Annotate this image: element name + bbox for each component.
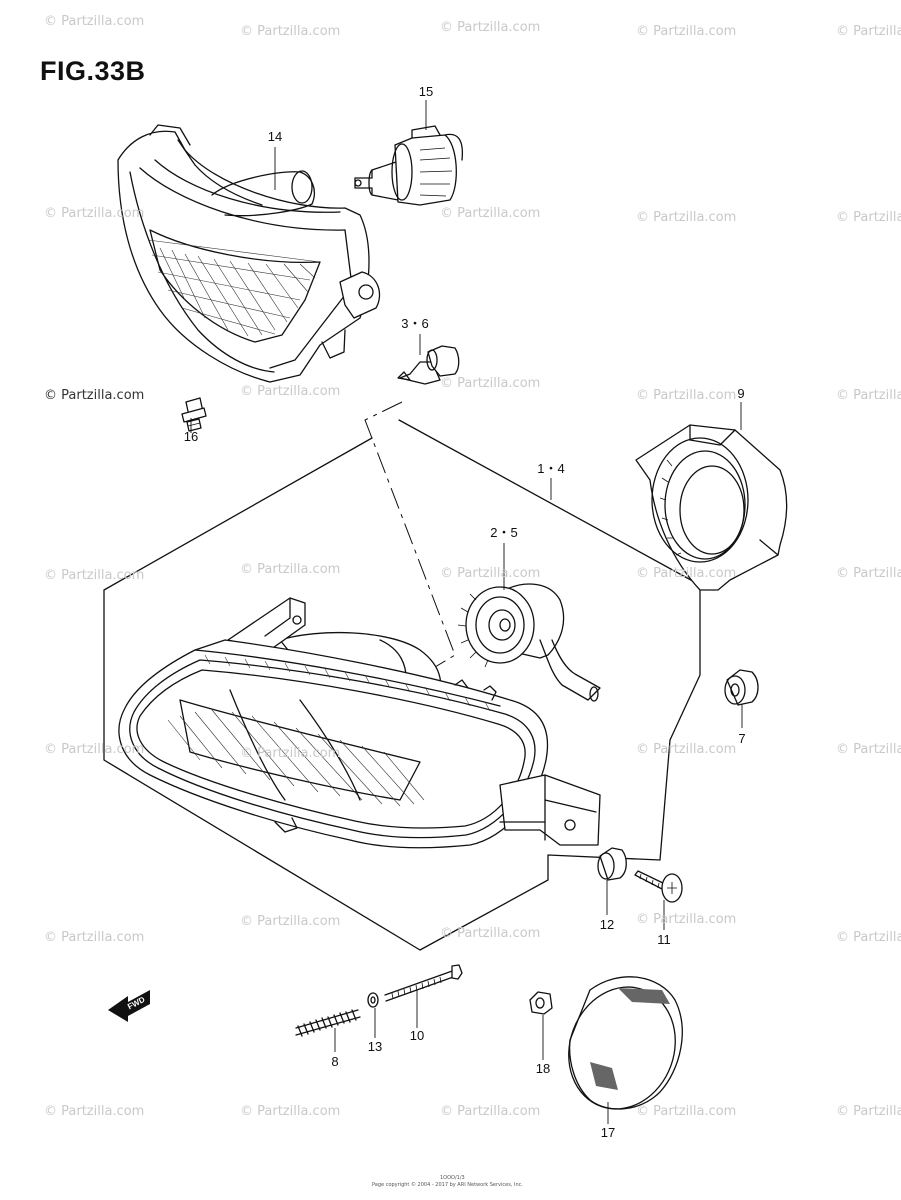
watermark: © Partzilla.com: [440, 566, 541, 581]
part-9-dust-cover[interactable]: [635, 424, 788, 591]
watermark: © Partzilla.com: [240, 1104, 341, 1119]
watermark: © Partzilla.com: [440, 20, 541, 35]
part-10-adjust-screw[interactable]: [384, 964, 463, 1002]
callout-11: 11: [657, 932, 671, 947]
watermark: © Partzilla.com: [44, 1104, 145, 1119]
callout-1-4: 1・4: [537, 461, 564, 476]
callout-10: 10: [410, 1028, 424, 1043]
fwd-arrow-icon: FWD: [108, 990, 150, 1022]
part-11-screw[interactable]: [634, 870, 683, 903]
part-17-reflector[interactable]: [552, 972, 692, 1124]
watermark: © Partzilla.com: [836, 1104, 901, 1119]
callout-3-6: 3・6: [401, 316, 428, 331]
part-18-nut[interactable]: [529, 991, 553, 1015]
watermark: © Partzilla.com: [440, 206, 541, 221]
part-3-6-position-bulb[interactable]: [397, 345, 460, 385]
callout-15: 15: [419, 84, 433, 99]
watermark: © Partzilla.com: [836, 24, 901, 39]
part-7-grommet[interactable]: [724, 669, 759, 706]
watermark: © Partzilla.com: [240, 24, 341, 39]
watermark: © Partzilla.com: [440, 1104, 541, 1119]
callout-18: 18: [536, 1061, 550, 1076]
callout-17: 17: [601, 1125, 615, 1140]
watermark: © Partzilla.com: [836, 210, 901, 225]
part-1-4-headlight-assembly[interactable]: [118, 597, 601, 849]
figure-title: FIG.33B: [40, 56, 146, 86]
callout-16: 16: [184, 429, 198, 444]
part-16-bolt[interactable]: [181, 397, 207, 432]
watermark-dark: © Partzilla.com: [44, 388, 145, 403]
part-13-washer[interactable]: [367, 992, 379, 1008]
watermark: © Partzilla.com: [44, 930, 145, 945]
watermark: © Partzilla.com: [836, 566, 901, 581]
part-15-bulb[interactable]: [354, 125, 464, 206]
watermark: © Partzilla.com: [440, 376, 541, 391]
watermark: © Partzilla.com: [44, 568, 145, 583]
watermark: © Partzilla.com: [240, 384, 341, 399]
watermark: © Partzilla.com: [636, 24, 737, 39]
watermark: © Partzilla.com: [636, 742, 737, 757]
watermark: © Partzilla.com: [240, 746, 341, 761]
part-8-spring[interactable]: [295, 1009, 361, 1037]
watermark: © Partzilla.com: [636, 1104, 737, 1119]
watermark: © Partzilla.com: [440, 926, 541, 941]
watermark: © Partzilla.com: [636, 566, 737, 581]
leader-lines: [190, 100, 743, 1124]
callout-2-5: 2・5: [490, 525, 517, 540]
watermark: © Partzilla.com: [44, 742, 145, 757]
callout-12: 12: [600, 917, 614, 932]
watermark: © Partzilla.com: [636, 388, 737, 403]
callout-7: 7: [738, 731, 745, 746]
callout-8: 8: [331, 1054, 338, 1069]
footer-copyright: Page copyright © 2004 - 2017 by ARI Netw…: [372, 1182, 523, 1188]
callout-14: 14: [268, 129, 282, 144]
part-12-grommet[interactable]: [597, 847, 627, 881]
part-14-headlight-case[interactable]: [117, 124, 381, 383]
watermark: © Partzilla.com: [240, 914, 341, 929]
assembly-outline: [103, 419, 701, 951]
callout-9: 9: [737, 386, 744, 401]
callout-labels: 15 14 3・6 16 9 1・4 2・5 7 12 11 8 13 10 1…: [184, 84, 746, 1140]
watermark: © Partzilla.com: [836, 930, 901, 945]
watermark: © Partzilla.com: [240, 562, 341, 577]
watermark: © Partzilla.com: [836, 742, 901, 757]
watermark: © Partzilla.com: [636, 210, 737, 225]
watermark: © Partzilla.com: [44, 14, 145, 29]
guide-line: [364, 401, 456, 671]
watermark: © Partzilla.com: [836, 388, 901, 403]
part-2-5-socket[interactable]: [457, 583, 601, 702]
watermark: © Partzilla.com: [636, 912, 737, 927]
callout-13: 13: [368, 1039, 382, 1054]
footer-code: 1OOO/1/3: [440, 1175, 465, 1181]
watermark: © Partzilla.com: [44, 206, 145, 221]
